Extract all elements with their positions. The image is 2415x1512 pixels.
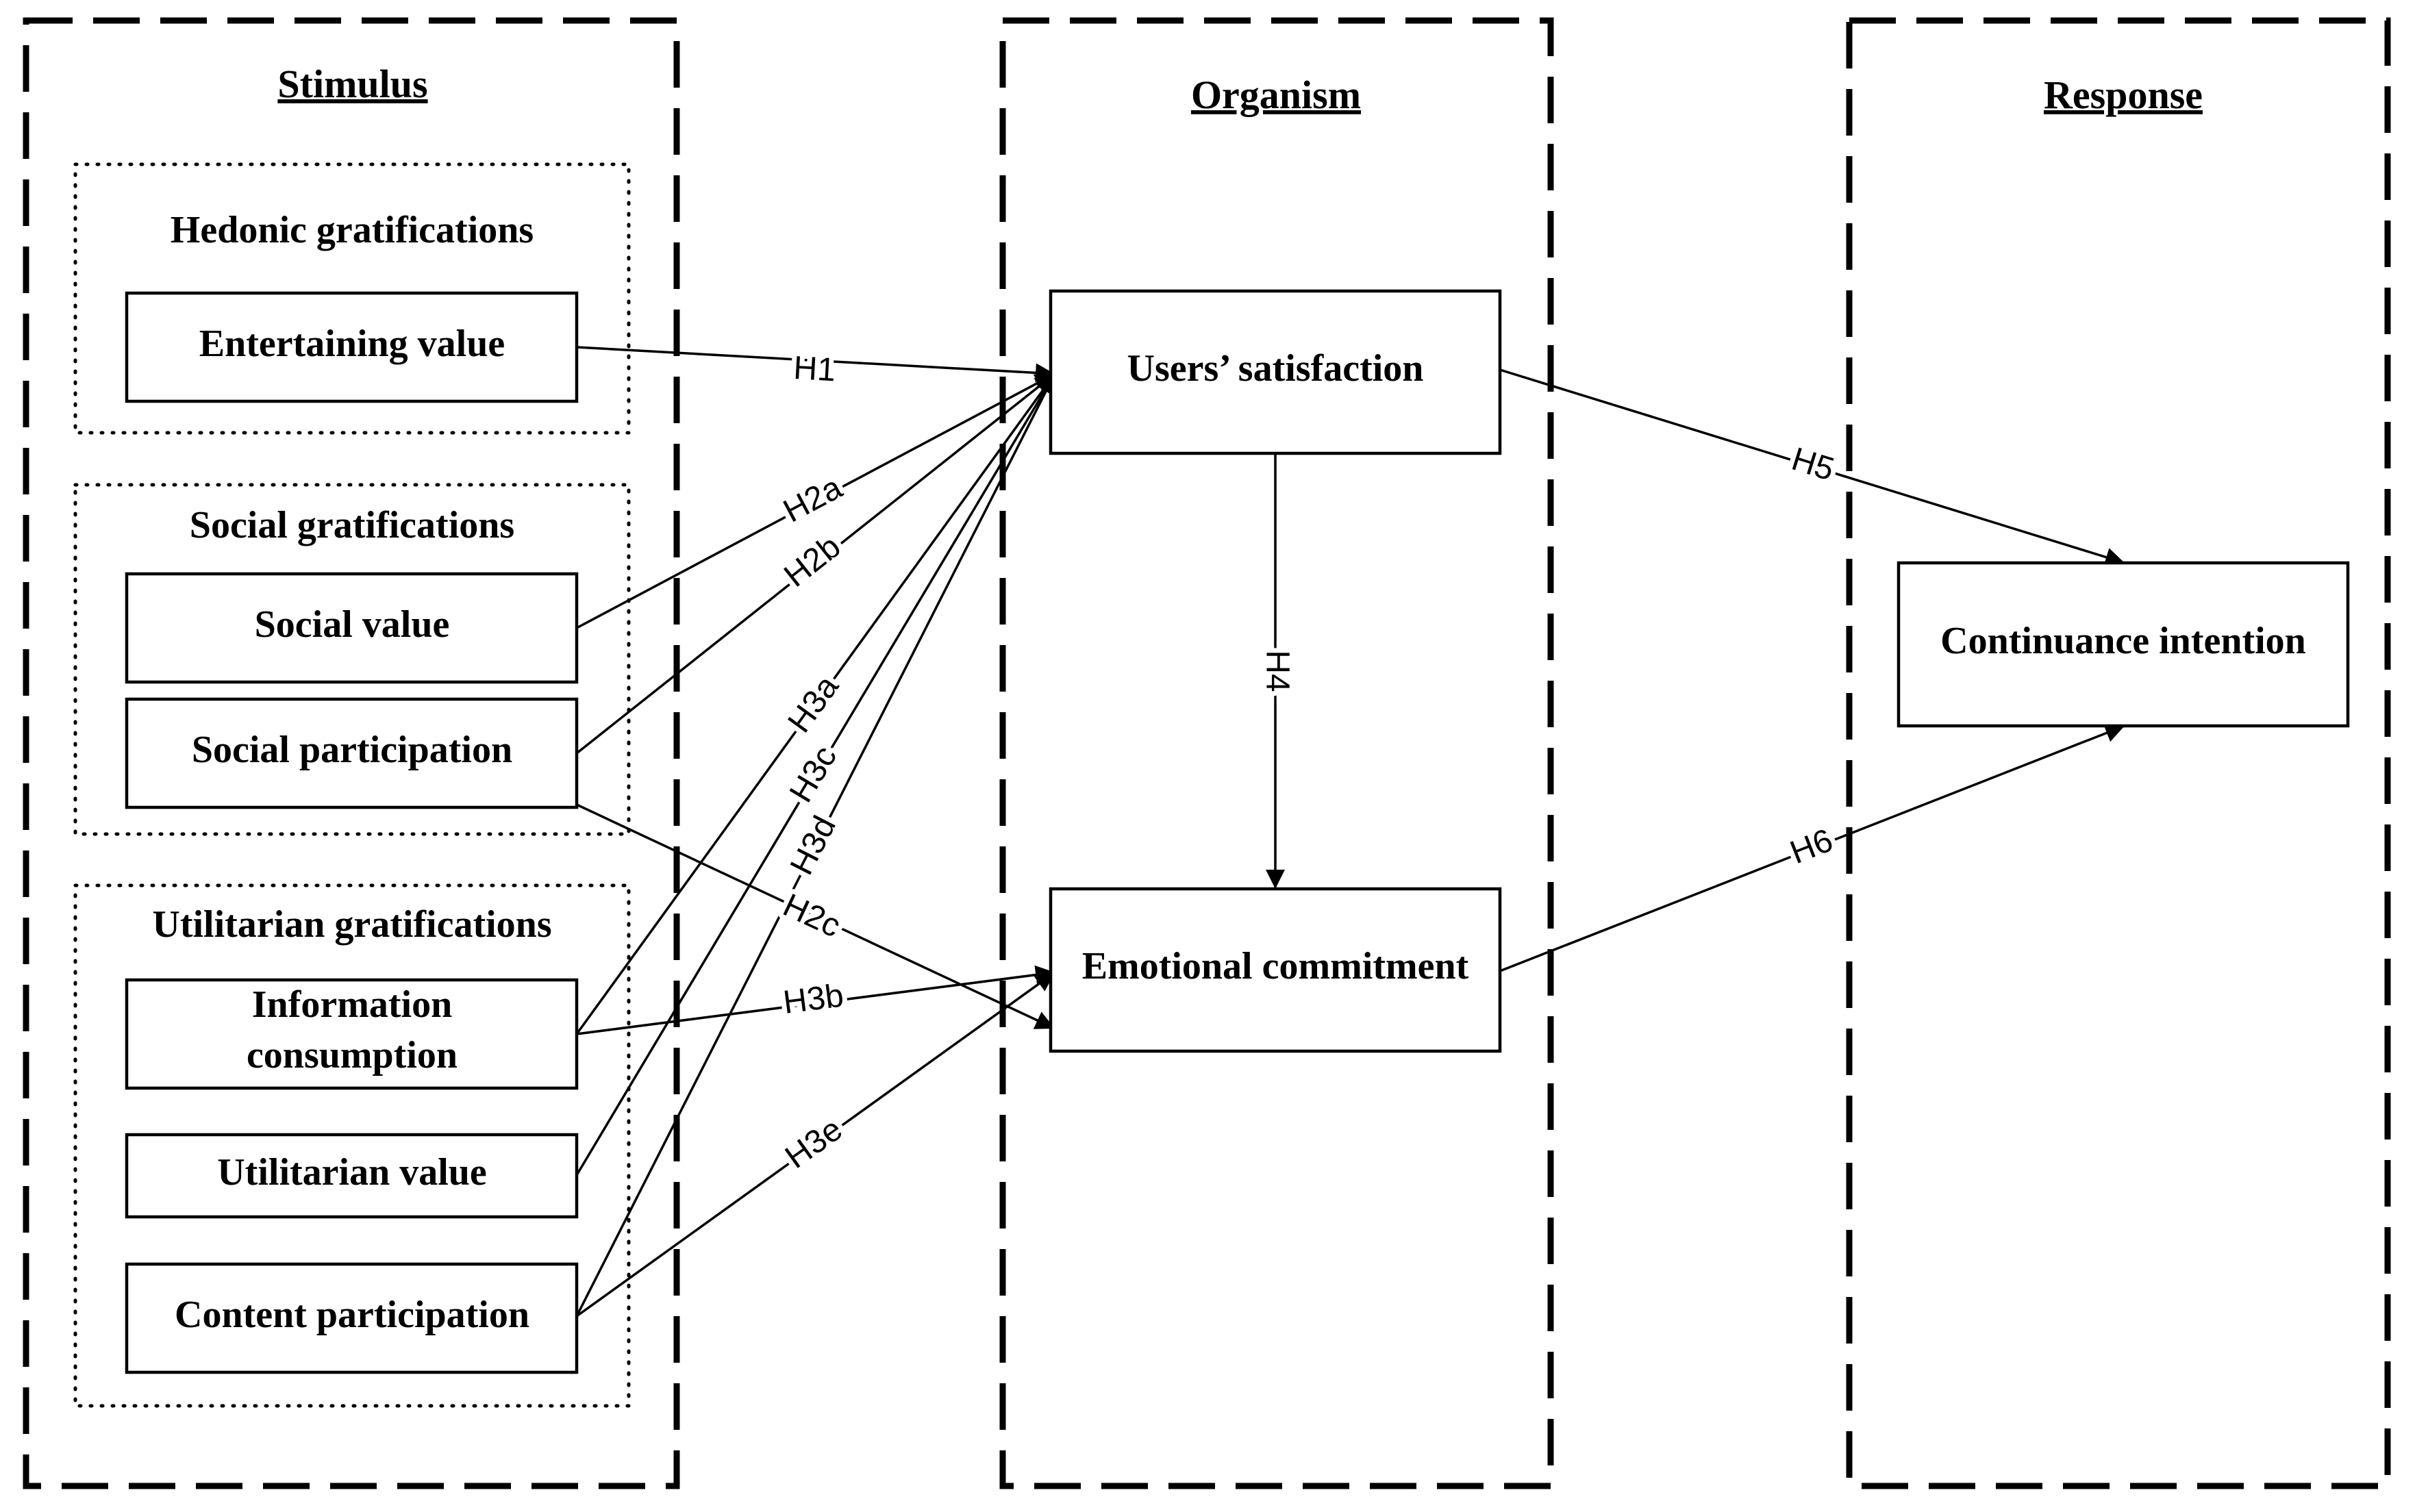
edge-h2c [576, 803, 1055, 1030]
label-h1: H1 [792, 350, 836, 388]
label-h2c: H2c [777, 887, 846, 944]
label-h6: H6 [1786, 822, 1838, 871]
response-panel [1846, 17, 2391, 1489]
edge-h3d [575, 373, 1056, 1317]
edge-h3b [576, 965, 1055, 1035]
edge-h5 [1499, 368, 2125, 567]
label-h2a: H2a [777, 469, 848, 529]
utilitarian-group [73, 883, 631, 1408]
label-h3b: H3b [781, 977, 846, 1021]
node-content-participation: Content participation [125, 1262, 579, 1374]
node-information-consumption: Information consumption [125, 978, 579, 1090]
hedonic-group [73, 162, 631, 435]
label-h3c: H3c [783, 740, 844, 808]
node-entertaining-value-label: Entertaining value [199, 323, 505, 365]
stimulus-title: Stimulus [277, 62, 427, 106]
node-information-consumption-label-line2: consumption [247, 1034, 458, 1076]
utilitarian-group-title: Utilitarian gratifications [152, 903, 551, 946]
node-continuance-intention-label: Continuance intention [1940, 620, 2306, 662]
node-users-satisfaction: Users’ satisfaction [1049, 289, 1502, 455]
edge-h2b [575, 373, 1056, 755]
node-social-value: Social value [125, 572, 579, 684]
edge-h3e [575, 971, 1056, 1318]
hedonic-group-title: Hedonic gratifications [171, 209, 534, 251]
node-entertaining-value: Entertaining value [125, 291, 579, 403]
stimulus-panel [23, 17, 680, 1489]
label-h4: H4 [1259, 650, 1295, 692]
organism-panel [999, 17, 1554, 1489]
node-emotional-commitment-label: Emotional commitment [1082, 945, 1469, 987]
node-social-value-label: Social value [255, 603, 450, 646]
node-social-participation: Social participation [125, 697, 579, 809]
node-continuance-intention: Continuance intention [1897, 561, 2350, 728]
node-users-satisfaction-label: Users’ satisfaction [1127, 347, 1424, 390]
label-h5: H5 [1788, 441, 1838, 488]
node-emotional-commitment: Emotional commitment [1049, 887, 1502, 1053]
label-h3d: H3d [784, 810, 843, 881]
node-utilitarian-value: Utilitarian value [125, 1133, 579, 1219]
edge-h2a [576, 373, 1055, 629]
node-information-consumption-label-line1: Information [252, 983, 452, 1026]
node-social-participation-label: Social participation [192, 729, 512, 771]
edge-h3c [575, 373, 1056, 1176]
social-group [73, 483, 631, 836]
response-title: Response [2044, 73, 2203, 117]
node-utilitarian-value-label: Utilitarian value [217, 1151, 487, 1194]
label-h3a: H3a [781, 669, 846, 740]
organism-title: Organism [1191, 73, 1361, 117]
node-content-participation-label: Content participation [175, 1294, 529, 1336]
edge-h1 [576, 346, 1055, 383]
label-h3e: H3e [779, 1111, 849, 1175]
edge-h6 [1499, 724, 2125, 972]
social-group-title: Social gratifications [190, 504, 514, 546]
edge-h3a [575, 373, 1056, 1035]
